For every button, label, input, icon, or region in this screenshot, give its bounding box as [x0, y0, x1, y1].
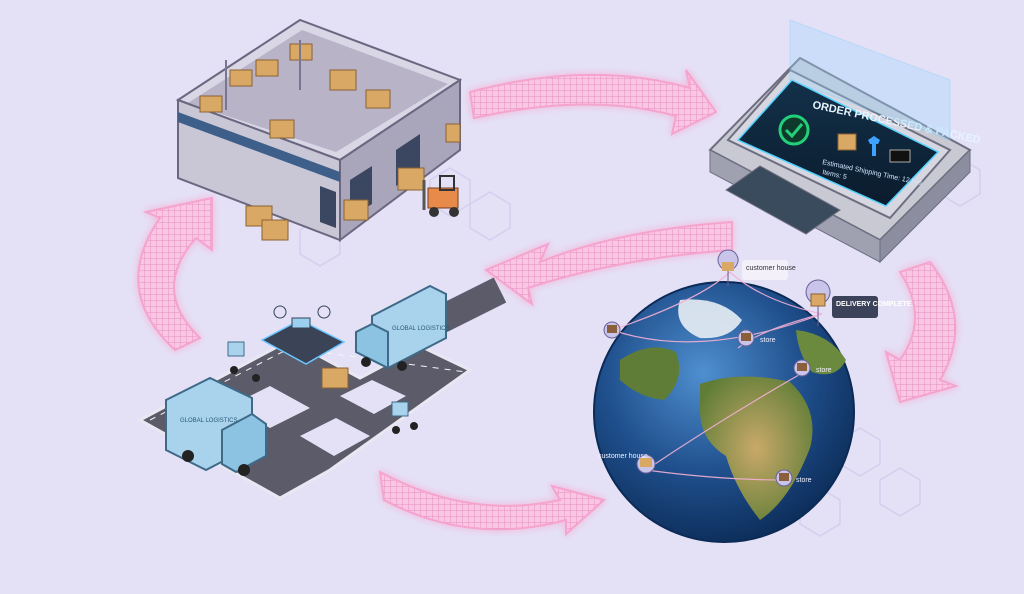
flow-arrow-road-to-warehouse: [137, 196, 213, 352]
hologram-panel: [789, 19, 951, 141]
road-packages: [321, 367, 349, 389]
scooter-rider-1: [227, 341, 260, 382]
flow-arrow-terminal-to-road: [483, 220, 733, 307]
order-terminal: ORDER PROCESSED & PACKED Estimated Shipp…: [708, 19, 982, 264]
delivery-van: GLOBAL LOGISTICS: [165, 376, 267, 476]
storefront-icon: [607, 325, 617, 333]
pin-customer-top-label: customer house: [746, 265, 796, 272]
house-icon: [722, 262, 734, 271]
box-icon: [837, 133, 857, 151]
store-3-label: store: [796, 477, 812, 484]
shirt-icon: [868, 136, 880, 156]
package-icon: [810, 293, 826, 307]
pin-store-1: store: [737, 329, 776, 347]
warehouse: [175, 18, 463, 242]
pin-store-3: store: [775, 469, 812, 487]
forklift: [422, 175, 459, 217]
pin-customer-left: customer house: [598, 453, 656, 474]
drone-icon: [273, 305, 331, 329]
flow-arrow-terminal-to-globe: [884, 260, 960, 404]
storefront-icon: [779, 473, 789, 481]
pin-delivery: DELIVERY COMPLETE: [805, 279, 912, 327]
pin-west: [603, 321, 621, 339]
store-1-label: store: [760, 337, 776, 344]
flow-arrow-road-to-globe: [378, 470, 607, 537]
storefront-icon: [797, 363, 807, 371]
drone-pad: [260, 305, 346, 365]
laptop-icon: [889, 149, 911, 163]
store-2-label: store: [816, 367, 832, 374]
van-brand: GLOBAL LOGISTICS: [180, 418, 237, 424]
storefront-icon: [741, 333, 751, 341]
house-icon: [640, 458, 652, 467]
pin-store-2: store: [793, 359, 832, 377]
truck-brand: GLOBAL LOGISTICS: [392, 326, 449, 332]
delivery-label: DELIVERY COMPLETE: [836, 301, 912, 308]
globe: [593, 271, 855, 543]
check-icon: [778, 114, 810, 146]
scooter-rider-2: [391, 401, 418, 434]
delivery-truck: GLOBAL LOGISTICS: [355, 284, 449, 371]
pin-customer-top: customer house: [717, 249, 796, 287]
pin-customer-left-label: customer house: [598, 453, 648, 460]
keypad: [725, 165, 841, 235]
flow-arrow-warehouse-to-terminal: [468, 69, 718, 136]
